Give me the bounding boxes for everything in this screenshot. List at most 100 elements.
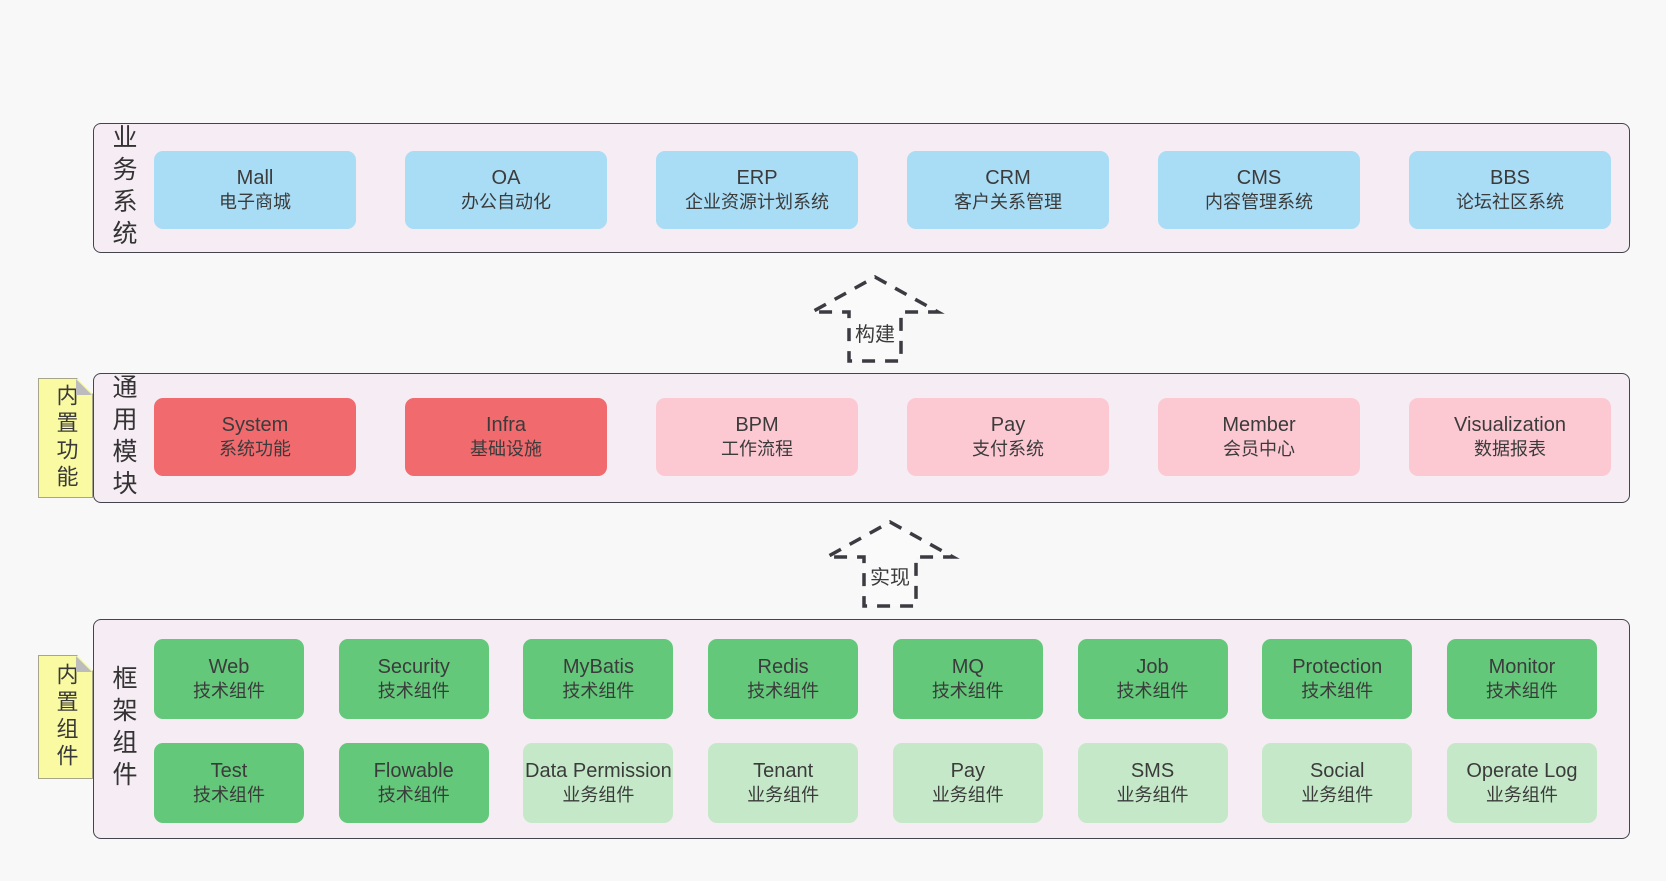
box-desc: 技术组件 (193, 785, 265, 806)
box-desc: 业务组件 (562, 785, 635, 806)
box-mq: MQ 技术组件 (892, 639, 1043, 719)
box-name: ERP (736, 166, 778, 189)
box-name: Job (1136, 655, 1169, 678)
box-member: Member 会员中心 (1158, 398, 1360, 476)
box-desc: 技术组件 (377, 681, 450, 702)
box-desc: 企业资源计划系统 (685, 192, 829, 213)
framework-row-2: Test 技术组件 Flowable 技术组件 Data Permission … (154, 743, 1597, 823)
band-common-modules: 通用模块 System 系统功能 Infra 基础设施 BPM 工作流程 Pay… (93, 373, 1630, 503)
box-desc: 会员中心 (1223, 439, 1295, 460)
box-bpm: BPM 工作流程 (656, 398, 858, 476)
box-job: Job 技术组件 (1077, 639, 1228, 719)
box-desc: 论坛社区系统 (1456, 192, 1564, 213)
box-name: Web (208, 655, 250, 678)
box-test: Test 技术组件 (154, 743, 304, 823)
box-desc: 技术组件 (1116, 681, 1189, 702)
box-desc: 业务组件 (931, 785, 1004, 806)
folded-corner (76, 656, 92, 672)
box-name: BBS (1489, 166, 1531, 189)
box-name: Member (1222, 413, 1296, 436)
box-name: System (221, 413, 289, 436)
sticky-note-text: 内置组件 (53, 663, 79, 771)
box-mybatis: MyBatis 技术组件 (523, 639, 674, 719)
box-infra: Infra 基础设施 (405, 398, 607, 476)
box-name: Pay (950, 759, 986, 782)
box-name: Pay (990, 413, 1026, 436)
box-name: Infra (485, 413, 527, 436)
box-desc: 业务组件 (1116, 785, 1189, 806)
arrow-build: 构建 (795, 273, 955, 365)
sticky-note-text: 内置功能 (53, 384, 79, 492)
box-name: Security (377, 655, 450, 678)
box-name: Flowable (373, 759, 454, 782)
box-name: CRM (985, 166, 1031, 189)
box-security: Security 技术组件 (338, 639, 489, 719)
box-redis: Redis 技术组件 (708, 639, 859, 719)
box-desc: 数据报表 (1474, 439, 1546, 460)
box-name: Social (1309, 759, 1365, 782)
box-name: OA (491, 166, 521, 189)
box-desc: 技术组件 (562, 681, 635, 702)
box-name: Data Permission (525, 759, 672, 782)
band-label-business-systems: 业务系统 (109, 124, 137, 252)
box-name: SMS (1130, 759, 1175, 782)
box-web: Web 技术组件 (154, 639, 304, 719)
box-desc: 内容管理系统 (1205, 192, 1313, 213)
box-name: Redis (757, 655, 809, 678)
arrow-label: 构建 (795, 317, 955, 348)
box-name: Mall (236, 166, 274, 189)
box-name: BPM (735, 413, 779, 436)
band-framework-components: 框架组件 Web 技术组件 Security 技术组件 MyBatis 技术组件… (93, 619, 1630, 839)
box-crm: CRM 客户关系管理 (907, 151, 1109, 229)
folded-corner (76, 379, 92, 395)
box-desc: 技术组件 (1485, 681, 1558, 702)
box-desc: 技术组件 (193, 681, 265, 702)
box-oa: OA 办公自动化 (405, 151, 607, 229)
box-system: System 系统功能 (154, 398, 356, 476)
box-name: Visualization (1454, 413, 1566, 436)
box-mall: Mall 电子商城 (154, 151, 356, 229)
box-desc: 工作流程 (721, 439, 793, 460)
band-label-common-modules: 通用模块 (109, 374, 137, 502)
box-tenant: Tenant 业务组件 (708, 743, 859, 823)
box-name: CMS (1236, 166, 1282, 189)
band-label-framework-components: 框架组件 (109, 665, 137, 793)
box-desc: 支付系统 (972, 439, 1044, 460)
band-business-systems: 业务系统 Mall 电子商城 OA 办公自动化 ERP 企业资源计划系统 CRM… (93, 123, 1630, 253)
box-name: Tenant (753, 759, 814, 782)
box-desc: 技术组件 (1301, 681, 1374, 702)
box-desc: 技术组件 (931, 681, 1004, 702)
business-systems-row: Mall 电子商城 OA 办公自动化 ERP 企业资源计划系统 CRM 客户关系… (154, 151, 1611, 229)
sticky-note-builtin-components: 内置组件 (38, 655, 93, 779)
box-monitor: Monitor 技术组件 (1446, 639, 1597, 719)
box-data-permission: Data Permission 业务组件 (523, 743, 674, 823)
box-bbs: BBS 论坛社区系统 (1409, 151, 1611, 229)
box-flowable: Flowable 技术组件 (338, 743, 489, 823)
box-erp: ERP 企业资源计划系统 (656, 151, 858, 229)
box-desc: 基础设施 (470, 439, 542, 460)
box-desc: 系统功能 (219, 439, 291, 460)
box-desc: 办公自动化 (461, 192, 551, 213)
box-desc: 业务组件 (747, 785, 820, 806)
box-name: MQ (951, 655, 984, 678)
sticky-note-builtin-features: 内置功能 (38, 378, 93, 498)
box-desc: 技术组件 (747, 681, 820, 702)
box-pay-component: Pay 业务组件 (892, 743, 1043, 823)
common-modules-row: System 系统功能 Infra 基础设施 BPM 工作流程 Pay 支付系统… (154, 398, 1611, 476)
box-name: MyBatis (562, 655, 634, 678)
box-desc: 业务组件 (1485, 785, 1558, 806)
box-name: Monitor (1488, 655, 1556, 678)
box-social: Social 业务组件 (1262, 743, 1413, 823)
framework-row-1: Web 技术组件 Security 技术组件 MyBatis 技术组件 Redi… (154, 639, 1597, 719)
box-desc: 电子商城 (219, 192, 291, 213)
box-visualization: Visualization 数据报表 (1409, 398, 1611, 476)
box-cms: CMS 内容管理系统 (1158, 151, 1360, 229)
arrow-implement: 实现 (810, 516, 970, 612)
box-name: Operate Log (1466, 759, 1578, 782)
box-operate-log: Operate Log 业务组件 (1446, 743, 1597, 823)
arrow-label: 实现 (810, 560, 970, 591)
box-name: Test (210, 759, 248, 782)
box-name: Protection (1292, 655, 1383, 678)
framework-components-rows: Web 技术组件 Security 技术组件 MyBatis 技术组件 Redi… (154, 639, 1597, 823)
box-sms: SMS 业务组件 (1077, 743, 1228, 823)
